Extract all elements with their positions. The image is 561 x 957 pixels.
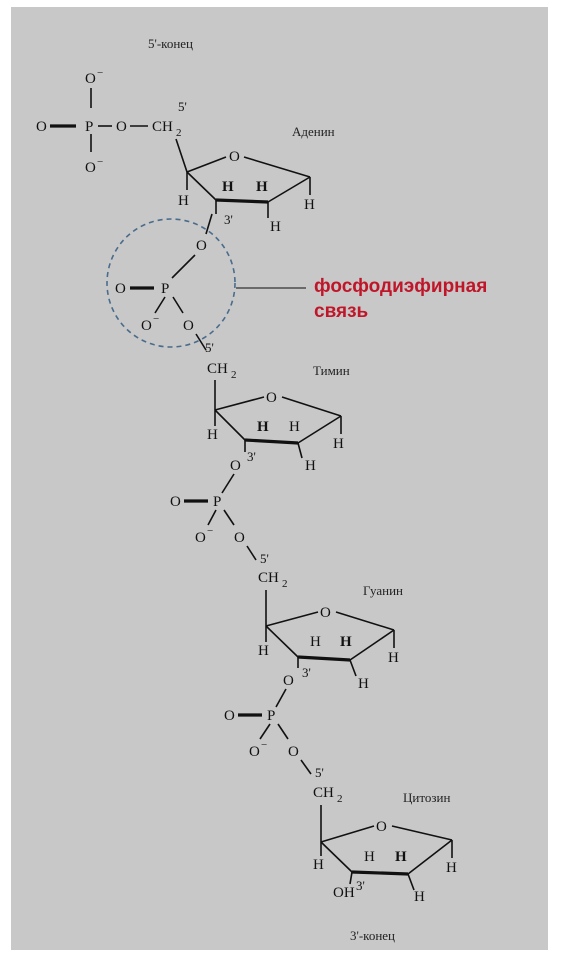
three-prime-hydroxyl: OH [333, 885, 355, 901]
svg-text:−: − [207, 525, 213, 537]
svg-text:H: H [257, 419, 269, 435]
phosphate-oxygen-bottom: O [85, 160, 96, 176]
callout-label-line1: фосфодиэфирная [314, 276, 487, 297]
base-label-cytosine: Цитозин [403, 790, 450, 805]
svg-text:O: O [141, 318, 152, 334]
svg-text:3': 3' [247, 449, 256, 464]
svg-text:3': 3' [224, 212, 233, 227]
phosphorus-atom: P [85, 119, 93, 135]
svg-text:−: − [153, 313, 159, 325]
svg-text:5': 5' [205, 340, 214, 355]
svg-text:H: H [340, 634, 352, 650]
svg-text:H: H [310, 634, 321, 650]
svg-text:CH: CH [313, 785, 334, 801]
svg-text:H: H [446, 860, 457, 876]
svg-text:P: P [161, 281, 169, 297]
phosphate-oxygen-ester: O [116, 119, 127, 135]
svg-text:H: H [364, 849, 375, 865]
svg-text:H: H [313, 857, 324, 873]
svg-text:H: H [388, 650, 399, 666]
nucleotide-guanine: 5' CH 2 O H H H H H 3' O Гуанин [258, 551, 403, 692]
svg-text:H: H [305, 458, 316, 474]
nucleotide-thymine: 5' CH 2 O H H H H H 3' O Тимин [205, 340, 350, 474]
svg-text:−: − [97, 156, 103, 168]
svg-text:H: H [414, 889, 425, 905]
svg-text:H: H [178, 193, 189, 209]
nucleotide-cytosine: 5' CH 2 O H H H H H 3' OH Цитозин [313, 765, 457, 905]
svg-text:P: P [213, 494, 221, 510]
svg-text:O: O [320, 605, 331, 621]
svg-text:3': 3' [302, 665, 311, 680]
svg-text:P: P [267, 708, 275, 724]
base-label-adenine: Аденин [292, 124, 335, 139]
svg-text:O: O [376, 819, 387, 835]
five-prime-end-label: 5'-конец [148, 36, 193, 51]
callout-label-line2: связь [314, 301, 368, 322]
svg-text:3': 3' [356, 878, 365, 893]
svg-text:H: H [358, 676, 369, 692]
svg-text:2: 2 [337, 793, 343, 805]
svg-text:O: O [115, 281, 126, 297]
ring-oxygen: O [229, 149, 240, 165]
svg-text:2: 2 [231, 369, 237, 381]
svg-text:H: H [207, 427, 218, 443]
base-label-thymine: Тимин [313, 363, 350, 378]
phosphate-oxygen-top: O [85, 71, 96, 87]
svg-text:O: O [288, 744, 299, 760]
svg-text:O: O [183, 318, 194, 334]
svg-text:H: H [270, 219, 281, 235]
svg-text:2: 2 [176, 127, 182, 139]
svg-text:H: H [258, 643, 269, 659]
diagram-background [11, 7, 548, 950]
base-label-guanine: Гуанин [363, 583, 403, 598]
phosphodiester-bond-2: O P O − O [170, 473, 257, 561]
svg-text:5': 5' [260, 551, 269, 566]
phosphodiester-bond-1: O O P O − O фосфодиэфирная связь [106, 218, 487, 351]
svg-text:O: O [170, 494, 181, 510]
terminal-phosphate-group: O − O P O O − [36, 67, 148, 176]
svg-text:H: H [395, 849, 407, 865]
svg-text:H: H [333, 436, 344, 452]
svg-text:O: O [230, 458, 241, 474]
svg-text:−: − [97, 67, 103, 79]
svg-text:−: − [261, 739, 267, 751]
svg-text:H: H [222, 179, 234, 195]
svg-text:CH: CH [207, 361, 228, 377]
phosphodiester-highlight-circle [106, 218, 236, 348]
nucleotide-adenine: 5' CH 2 O H H H H H 3' Аденин [152, 99, 335, 235]
svg-text:O: O [234, 530, 245, 546]
phosphodiester-bond-3: O P O − O [224, 688, 312, 775]
svg-text:CH: CH [152, 119, 173, 135]
svg-text:O: O [249, 744, 260, 760]
svg-text:H: H [289, 419, 300, 435]
svg-text:CH: CH [258, 570, 279, 586]
svg-text:H: H [304, 197, 315, 213]
three-prime-end-label: 3'-конец [350, 928, 395, 943]
svg-text:5': 5' [315, 765, 324, 780]
svg-text:O: O [283, 673, 294, 689]
svg-text:O: O [266, 390, 277, 406]
svg-text:O: O [224, 708, 235, 724]
svg-text:5': 5' [178, 99, 187, 114]
svg-text:O: O [196, 238, 207, 254]
svg-text:2: 2 [282, 578, 288, 590]
svg-text:O: O [195, 530, 206, 546]
phosphate-oxygen-double: O [36, 119, 47, 135]
svg-text:H: H [256, 179, 268, 195]
